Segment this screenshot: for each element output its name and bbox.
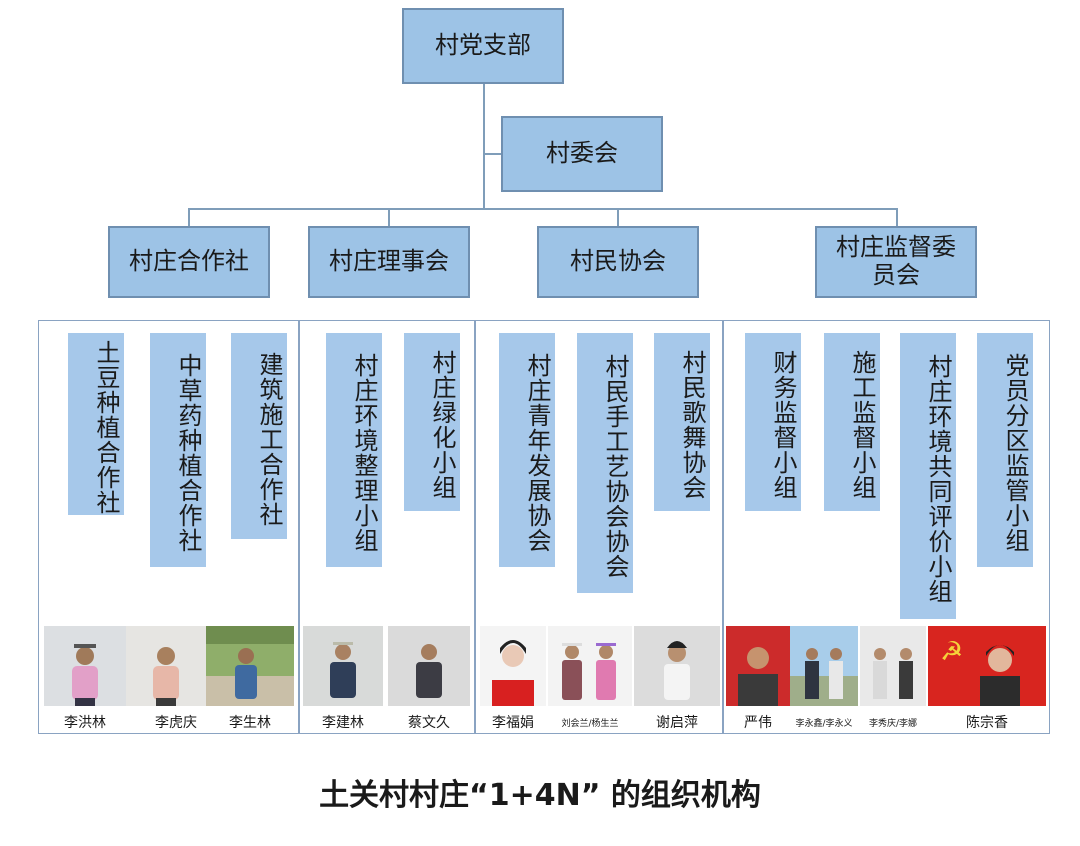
group-box: 党员分区监管小组 — [977, 333, 1033, 567]
person-name: 李永鑫/李永义 — [795, 719, 853, 729]
group-box: 施工监督小组 — [824, 333, 880, 511]
org-box-association: 村民协会 — [537, 226, 699, 298]
panel-supervision — [722, 320, 1050, 734]
group-box: 财务监督小组 — [745, 333, 801, 511]
connector-org-4 — [896, 208, 898, 226]
village-committee-box: 村委会 — [501, 116, 663, 192]
person-name: 谢启萍 — [656, 715, 698, 731]
person-name: 蔡文久 — [408, 715, 450, 731]
svg-text:☭: ☭ — [940, 637, 963, 667]
group-box: 村庄青年发展协会 — [499, 333, 555, 567]
group-box: 村民手工艺协会协会 — [577, 333, 633, 593]
org-box-council: 村庄理事会 — [308, 226, 470, 298]
connector-trunk — [483, 82, 485, 209]
org-label: 村民协会 — [570, 247, 666, 276]
group-box: 村庄环境整理小组 — [326, 333, 382, 567]
group-box: 中草药种植合作社 — [150, 333, 206, 567]
person-name: 李秀庆/李娜 — [868, 719, 918, 729]
connector-org-2 — [388, 208, 390, 226]
connector-org-1 — [188, 208, 190, 226]
org-box-cooperative: 村庄合作社 — [108, 226, 270, 298]
person-photo — [44, 626, 126, 706]
person-name: 李洪林 — [64, 715, 106, 731]
person-name: 李生林 — [229, 715, 271, 731]
person-photo: ☭ — [928, 626, 1046, 706]
panel-council — [298, 320, 476, 734]
person-photo — [860, 626, 926, 706]
person-photo — [790, 626, 858, 706]
group-box: 村庄环境共同评价小组 — [900, 333, 956, 619]
panel-association — [474, 320, 724, 734]
person-name: 陈宗香 — [966, 715, 1008, 731]
person-photo — [548, 626, 632, 706]
org-label: 村庄监督委员会 — [836, 233, 956, 289]
group-box: 村民歌舞协会 — [654, 333, 710, 511]
connector-horizontal — [188, 208, 898, 210]
group-box: 土豆种植合作社 — [68, 333, 124, 515]
org-label: 村庄合作社 — [129, 247, 249, 276]
person-photo — [388, 626, 470, 706]
person-photo — [126, 626, 206, 706]
person-photo — [206, 626, 294, 706]
person-photo — [480, 626, 546, 706]
party-branch-label: 村党支部 — [435, 31, 531, 60]
person-name: 李建林 — [322, 715, 364, 731]
party-branch-box: 村党支部 — [402, 8, 564, 84]
connector-org-3 — [617, 208, 619, 226]
person-name: 刘会兰/杨生兰 — [561, 719, 619, 729]
person-name: 严伟 — [744, 715, 772, 731]
person-photo — [726, 626, 790, 706]
person-name: 李虎庆 — [155, 715, 197, 731]
person-name: 李福娟 — [492, 715, 534, 731]
group-box: 建筑施工合作社 — [231, 333, 287, 539]
connector-committee — [483, 153, 501, 155]
org-label: 村庄理事会 — [329, 247, 449, 276]
person-photo — [303, 626, 383, 706]
village-committee-label: 村委会 — [546, 139, 618, 168]
group-box: 村庄绿化小组 — [404, 333, 460, 511]
org-box-supervision: 村庄监督委员会 — [815, 226, 977, 298]
panel-cooperative — [38, 320, 300, 734]
person-photo — [634, 626, 720, 706]
figure-caption: 土关村村庄“1+4N” 的组织机构 — [319, 778, 761, 813]
